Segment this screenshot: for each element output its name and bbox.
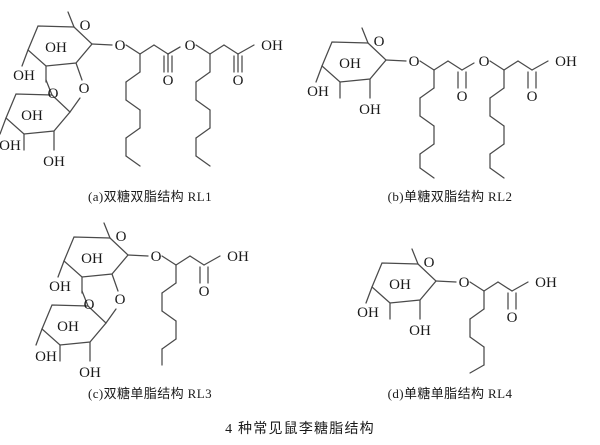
atom-labels-rl4: O OH OH OH O O OH (357, 255, 557, 339)
atom-oh-upper-1: OH (45, 40, 67, 56)
panel-rl1: O OH OH O O OH OH OH O O O O OH (a)双糖双脂结… (0, 0, 300, 204)
atom-oh-lower-2: OH (0, 138, 21, 154)
atom-oh-upper-2: OH (49, 279, 71, 295)
structure-rl4: O OH OH OH O O OH (357, 248, 557, 374)
atom-oh-upper-2: OH (13, 68, 35, 84)
atom-oh-1: OH (339, 56, 361, 72)
subcaption-rl3: (c)双糖单脂结构 RL3 (88, 386, 212, 401)
atom-oh-lower-1: OH (57, 319, 79, 335)
atom-o-carbonyl: O (199, 284, 210, 300)
panel-rl4: O OH OH OH O O OH (d)单糖单脂结构 RL4 (300, 215, 600, 401)
atom-o-carbonyl-1: O (457, 89, 468, 105)
atom-labels-rl2: O OH OH OH O O O O OH (307, 34, 577, 118)
bond-network-rl2 (315, 27, 549, 179)
atom-o-ester: O (479, 54, 490, 70)
atom-ring-o-upper: O (80, 18, 91, 34)
atom-glycosidic-o: O (115, 292, 126, 308)
atom-oh-carboxyl: OH (227, 249, 249, 265)
figure-caption: 4 种常见鼠李糖脂结构 (225, 422, 375, 437)
atom-ring-o-lower: O (84, 297, 95, 313)
atom-ring-o: O (374, 34, 385, 50)
subcaption-rl1: (a)双糖双脂结构 RL1 (88, 189, 212, 204)
structure-rl3: O OH OH O O OH OH OH O O OH (35, 222, 249, 381)
atom-o-linker: O (459, 275, 470, 291)
atom-oh-3: OH (359, 102, 381, 118)
atom-oh-2: OH (307, 84, 329, 100)
structure-rl1: O OH OH O O OH OH OH O O O O OH (0, 11, 283, 170)
atom-o-carbonyl-1: O (163, 73, 174, 89)
atom-o-linker: O (409, 54, 420, 70)
atom-oh-carboxyl: OH (535, 275, 557, 291)
atom-oh-lower-2: OH (35, 349, 57, 365)
atom-oh-lower-1: OH (21, 108, 43, 124)
atom-oh-lower-3: OH (79, 365, 101, 381)
atom-o-linker-1: O (115, 38, 126, 54)
atom-oh-carboxyl: OH (261, 38, 283, 54)
atom-o-carbonyl-2: O (233, 73, 244, 89)
subcaption-rl2: (b)单糖双脂结构 RL2 (387, 189, 513, 204)
atom-o-ester: O (185, 38, 196, 54)
panel-rl3: O OH OH O O OH OH OH O O OH (c)双糖单脂结构 RL… (0, 215, 300, 401)
bond-network-rl3 (35, 222, 221, 366)
atom-oh-3: OH (409, 323, 431, 339)
atom-labels-rl3: O OH OH O O OH OH OH O O OH (35, 229, 249, 381)
structure-rl2: O OH OH OH O O O O OH (307, 27, 577, 179)
panel-rl2: O OH OH OH O O O O OH (b)单糖双脂结构 RL2 (300, 0, 600, 204)
bond-network-rl1 (0, 11, 255, 167)
atom-ring-o: O (424, 255, 435, 271)
atom-ring-o-lower: O (48, 86, 59, 102)
atom-oh-upper-1: OH (81, 251, 103, 267)
atom-o-linker: O (151, 249, 162, 265)
atom-labels-rl1: O OH OH O O OH OH OH O O O O OH (0, 18, 283, 170)
atom-oh-lower-3: OH (43, 154, 65, 170)
atom-oh-carboxyl: OH (555, 54, 577, 70)
atom-o-carbonyl: O (507, 310, 518, 326)
atom-o-carbonyl-2: O (527, 89, 538, 105)
subcaption-rl4: (d)单糖单脂结构 RL4 (387, 386, 513, 401)
atom-oh-1: OH (389, 277, 411, 293)
bond-network-rl4 (365, 248, 529, 374)
atom-oh-2: OH (357, 305, 379, 321)
atom-glycosidic-o: O (79, 81, 90, 97)
atom-ring-o-upper: O (116, 229, 127, 245)
